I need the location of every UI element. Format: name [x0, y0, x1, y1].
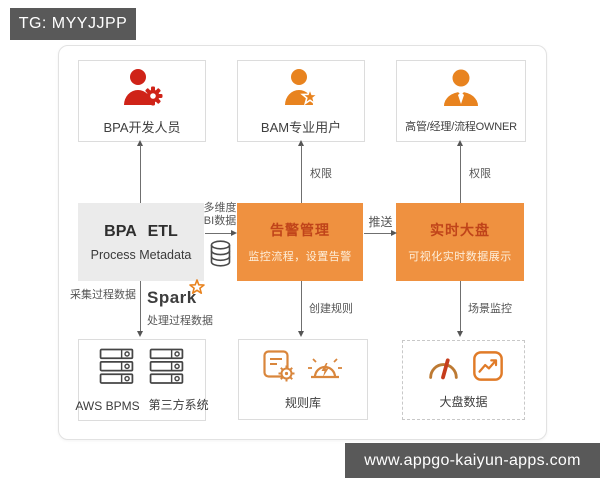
edge-label-bi-data: 多维度 BI数据: [203, 202, 237, 228]
edge-label-permission-right: 权限: [469, 168, 491, 180]
arrowhead-etl-to-bpms: [137, 331, 143, 337]
line-alert-to-rules: [301, 281, 302, 331]
user-gear-icon: [120, 67, 164, 112]
spark-logo-text: Spark: [147, 288, 197, 307]
system-title: 实时大盘: [430, 222, 490, 238]
user-tie-icon: [439, 68, 483, 113]
store-label: 规则库: [284, 395, 321, 410]
edge-label-create-rule: 创建规则: [309, 303, 353, 315]
arrowhead-dashboard-to-executive: [457, 140, 463, 146]
line-etl-to-bpms: [140, 281, 141, 331]
edge-label-process: 处理过程数据: [147, 315, 213, 327]
system-subtitle: Process Metadata: [90, 247, 192, 262]
actor-label: BAM专业用户: [260, 119, 342, 135]
edge-label-bi-line1: 多维度: [203, 202, 237, 214]
server-stack-icon: [149, 348, 185, 390]
system-title: 告警管理: [270, 222, 330, 238]
watermark-top-tag: TG: MYYJJPP: [10, 8, 136, 40]
edge-label-push: 推送: [368, 215, 393, 229]
line-alert-to-bam: [301, 145, 302, 203]
alarm-siren-icon: [306, 351, 344, 388]
system-subtitle: 监控流程，设置告警: [248, 251, 352, 263]
arrowhead-alert-to-rules: [298, 331, 304, 337]
node-alert-management: 告警管理 监控流程，设置告警: [237, 203, 363, 281]
node-dashboard-data: 大盘数据: [402, 340, 525, 420]
edge-label-collect: 采集过程数据: [70, 289, 136, 301]
arrowhead-etl-to-developer: [137, 140, 143, 146]
system-title: BPA ETL: [104, 222, 178, 240]
store-label: 大盘数据: [439, 395, 488, 409]
server-stack-icon: [99, 348, 135, 390]
node-executive: 高管/经理/流程OWNER: [396, 60, 526, 142]
edge-label-permission-mid: 权限: [310, 168, 332, 180]
rules-doc-gear-icon: [262, 349, 296, 388]
node-realtime-dashboard: 实时大盘 可视化实时数据展示: [396, 203, 524, 281]
node-bpa-developer: BPA开发人员: [78, 60, 206, 142]
store-label: 第三方系统: [148, 397, 209, 412]
line-alert-to-dashboard: [364, 233, 391, 234]
arrowhead-alert-to-bam: [298, 140, 304, 146]
node-rule-library: 规则库: [238, 339, 368, 420]
database-icon: [209, 240, 232, 273]
edge-label-scene-monitor: 场景监控: [468, 303, 512, 315]
user-star-icon: [279, 67, 323, 112]
store-label: AWS BPMS: [75, 398, 140, 413]
line-dashboard-to-data: [460, 281, 461, 331]
node-aws-bpms: AWS BPMS 第三方系统: [75, 339, 209, 421]
actor-label: BPA开发人员: [103, 119, 181, 135]
arrowhead-dashboard-to-data: [457, 331, 463, 337]
arrowhead-alert-to-dashboard: [391, 229, 397, 236]
line-etl-to-developer: [140, 145, 141, 203]
watermark-bottom-url: www.appgo-kaiyun-apps.com: [345, 443, 600, 478]
actor-label: 高管/经理/流程OWNER: [405, 121, 517, 133]
gauge-icon: [424, 350, 462, 387]
line-dashboard-to-executive: [460, 145, 461, 203]
edge-label-bi-line2: BI数据: [203, 215, 237, 227]
node-bpa-etl: BPA ETL Process Metadata: [78, 203, 204, 281]
node-bam-user: BAM专业用户: [237, 60, 365, 142]
system-subtitle: 可视化实时数据展示: [408, 251, 512, 263]
spark-star-icon: [188, 279, 205, 300]
trend-chart-icon: [472, 350, 504, 387]
spark-logo: Spark: [147, 279, 205, 308]
line-etl-to-alert: [205, 233, 231, 234]
arrowhead-etl-to-alert: [231, 229, 237, 236]
